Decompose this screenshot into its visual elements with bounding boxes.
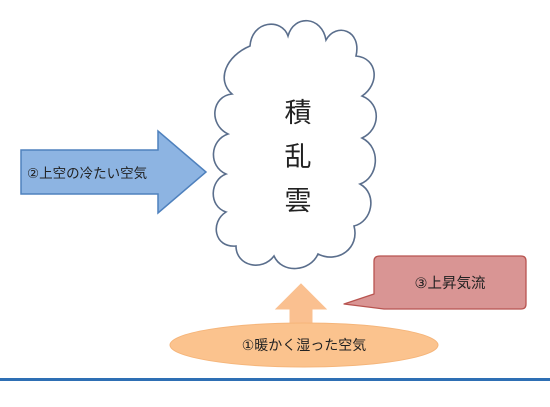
cloud-title-line-2: 乱 bbox=[285, 142, 312, 173]
cold-air-arrow-shape bbox=[20, 129, 208, 215]
cloud-title-line-1: 積 bbox=[285, 98, 312, 129]
cold-air-arrow-label: ②上空の冷たい空気 bbox=[27, 166, 147, 182]
warm-air-ellipse-shape bbox=[169, 322, 439, 368]
updraft-callout-label: ③上昇気流 bbox=[415, 275, 486, 292]
cloud-title-line-3: 雲 bbox=[285, 186, 312, 217]
cold-air-arrow: ②上空の冷たい空気 bbox=[20, 129, 208, 215]
cumulonimbus-cloud: 積 乱 雲 bbox=[212, 19, 377, 270]
updraft-callout: ③上昇気流 bbox=[343, 255, 527, 310]
cloud-outline bbox=[212, 19, 377, 270]
bottom-rule bbox=[0, 378, 550, 381]
updraft-callout-body bbox=[343, 255, 527, 310]
warm-air-ellipse-label: ①暖かく湿った空気 bbox=[242, 338, 367, 354]
warm-humid-air-ellipse: ①暖かく湿った空気 bbox=[169, 322, 439, 368]
